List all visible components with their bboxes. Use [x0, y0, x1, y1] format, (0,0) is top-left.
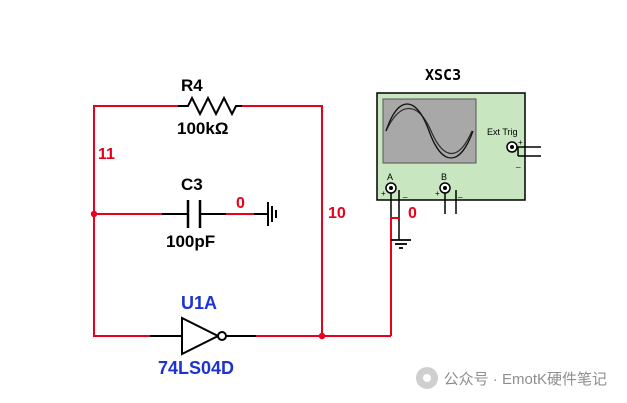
watermark-text: 公众号 · EmotK硬件笔记	[443, 370, 607, 388]
capacitor-c3[interactable]: C3 100pF	[162, 175, 226, 251]
ext-trig-terminal[interactable]: + _	[506, 138, 541, 168]
net-label-0-scope: 0	[408, 205, 417, 222]
u1a-part-label: 74LS04D	[158, 358, 234, 378]
scope-ext-trig-label: Ext Trig	[487, 127, 518, 137]
svg-text:+: +	[518, 138, 523, 147]
c3-value-label: 100pF	[166, 232, 215, 251]
scope-waveform-a	[385, 103, 474, 159]
net-label-0-cap: 0	[236, 195, 245, 212]
net-label-11: 11	[98, 146, 115, 163]
r4-ref-label: R4	[181, 76, 203, 95]
wire-top-right[interactable]	[242, 105, 323, 336]
junction-left	[90, 210, 98, 218]
watermark: 公众号 · EmotK硬件笔记	[415, 367, 607, 389]
svg-text:_: _	[457, 189, 463, 198]
wire-bottom-left[interactable]	[93, 214, 150, 337]
scope-channel-a-label: A	[387, 172, 393, 182]
ground-cap-icon	[254, 202, 277, 226]
svg-text:_: _	[515, 159, 521, 168]
svg-text:_: _	[402, 189, 408, 198]
wechat-logo-icon	[415, 367, 438, 389]
scope-channel-a-terminal[interactable]: + _	[381, 182, 408, 218]
oscilloscope-xsc3[interactable]: XSC3 Ext Trig + _ A + _ B	[376, 66, 541, 218]
inverter-u1a[interactable]: U1A 74LS04D	[150, 293, 256, 378]
ground-scope-icon	[391, 239, 411, 249]
resistor-symbol-icon	[178, 95, 242, 117]
inverter-bubble-icon	[217, 331, 227, 341]
resistor-r4[interactable]: R4 100kΩ	[177, 76, 242, 138]
scope-ref-label: XSC3	[425, 66, 461, 84]
junction-right	[318, 332, 326, 340]
wires	[93, 105, 392, 337]
wire-top-left[interactable]	[93, 105, 178, 214]
svg-text:+: +	[435, 189, 440, 198]
svg-text:+: +	[381, 189, 386, 198]
c3-ref-label: C3	[181, 175, 203, 194]
scope-channel-b-terminal[interactable]: + _	[435, 182, 463, 214]
u1a-ref-label: U1A	[181, 293, 217, 313]
inverter-triangle-icon	[181, 316, 221, 356]
scope-channel-b-label: B	[441, 172, 447, 182]
net-label-10: 10	[328, 205, 346, 222]
r4-value-label: 100kΩ	[177, 119, 228, 138]
scope-waveform-b	[385, 107, 473, 154]
